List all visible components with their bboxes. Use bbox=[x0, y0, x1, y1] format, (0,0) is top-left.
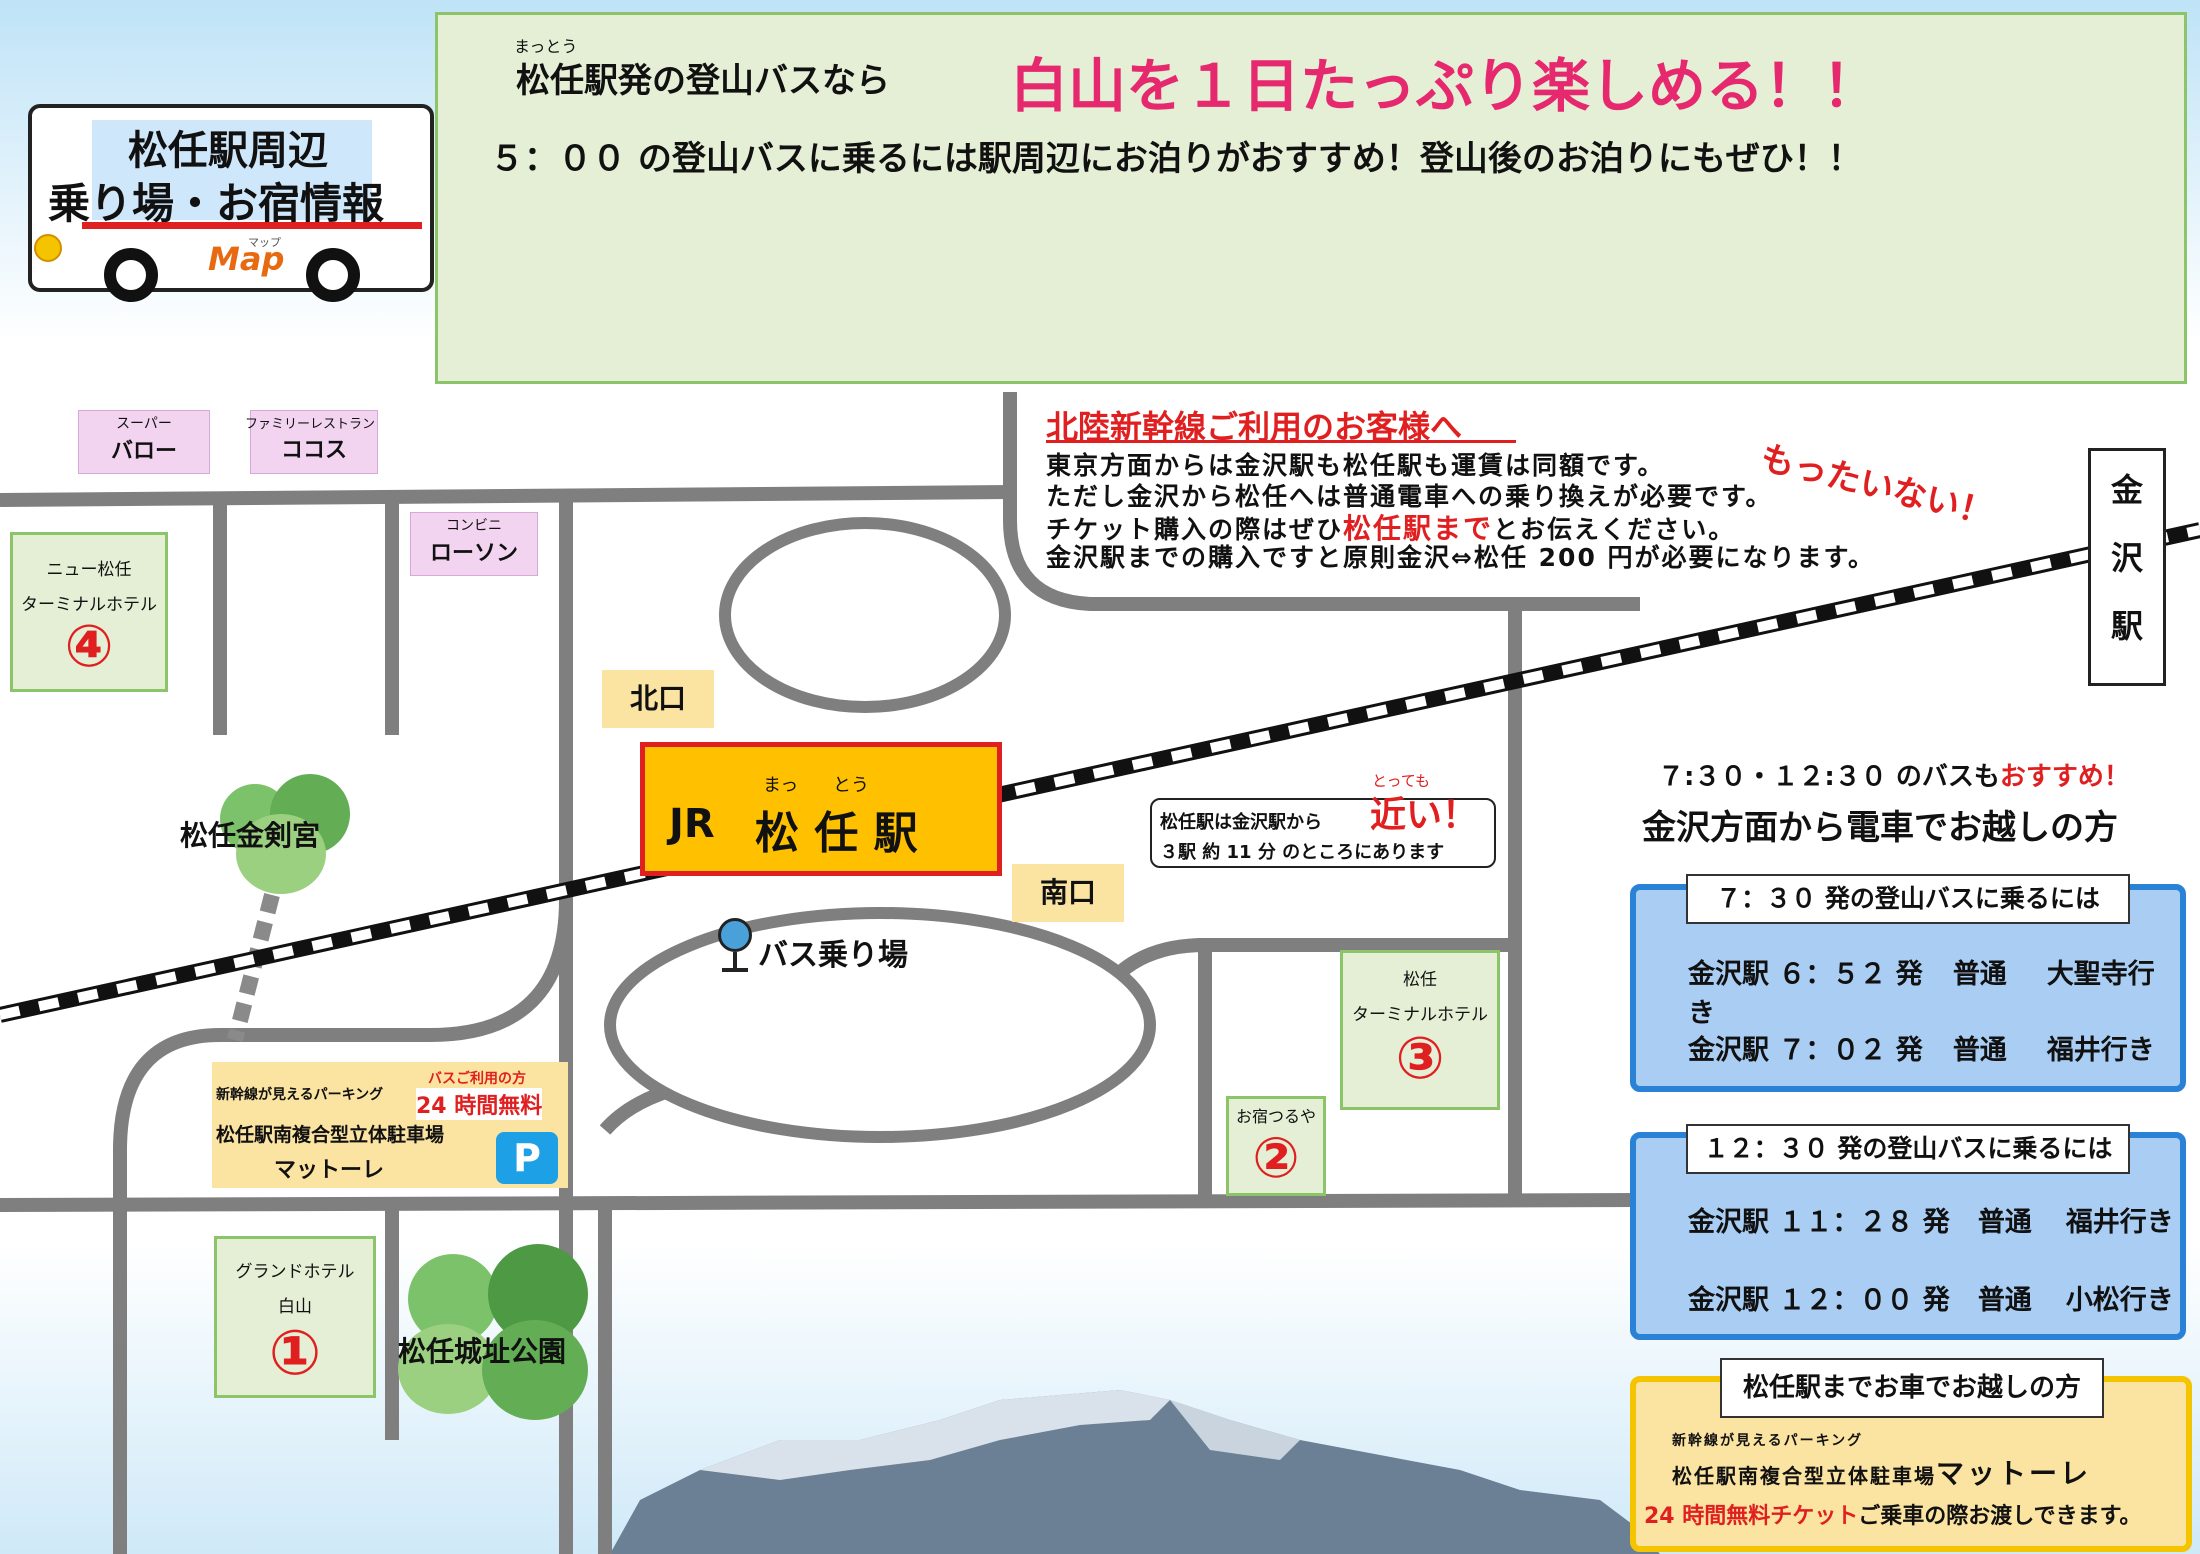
bus-wheel-left-icon bbox=[104, 248, 158, 302]
hotel-1-number: ① bbox=[268, 1316, 322, 1389]
kanazawa-station-sign: 金 沢 駅 bbox=[2088, 448, 2166, 686]
station-ruby-1: まっ bbox=[763, 775, 799, 796]
title-sign: 松任駅周辺 乗り場・お宿情報 Map マップ bbox=[28, 104, 434, 292]
north-exit-label: 北口 bbox=[602, 670, 714, 728]
parking-icon: P bbox=[496, 1132, 558, 1184]
station-jr: JR bbox=[669, 801, 715, 847]
hotel-2: お宿つるや ② bbox=[1226, 1096, 1326, 1196]
parking-name-2: マットーレ bbox=[274, 1158, 385, 1183]
banner-ruby: まっとう bbox=[514, 37, 578, 56]
car-card-title: 松任駅までお車でお越しの方 bbox=[1720, 1358, 2104, 1418]
railway-line bbox=[0, 522, 2200, 1023]
shinkansen-line-3a: チケット購入の際はぜひ bbox=[1046, 515, 1344, 544]
train-card-0730-title: ７：３０ 発の登山バスに乗るには bbox=[1686, 874, 2130, 924]
near-note: 松任駅は金沢駅から とっても 近い！ ３駅 約 11 分 のところにあります bbox=[1150, 772, 1496, 868]
parking-free-label: バスご利用の方 bbox=[428, 1071, 526, 1087]
train-card-1230-title: １２：３０ 発の登山バスに乗るには bbox=[1686, 1124, 2130, 1174]
shrine-tree-icon bbox=[200, 774, 360, 896]
shinkansen-line-1: 東京方面からは金沢駅も松任駅も運賃は同額です。 bbox=[1046, 451, 1665, 480]
near-note-line-1: 松任駅は金沢駅から bbox=[1160, 812, 1322, 833]
parking-name-1: 松任駅南複合型立体駐車場 bbox=[216, 1124, 445, 1146]
recommend-heading: 金沢方面から電車でお越しの方 bbox=[1642, 808, 2118, 848]
train-row: 金沢駅 １１：２８ 発普通福井行き bbox=[1688, 1207, 2174, 1238]
hotel-1: グランドホテル 白山 ① bbox=[214, 1236, 376, 1398]
headlight-icon bbox=[34, 234, 62, 262]
store-supermarket: スーパー バロー bbox=[78, 410, 210, 474]
park-label: 松任城址公園 bbox=[398, 1335, 567, 1368]
car-card: 松任駅までお車でお越しの方 新幹線が見えるパーキング 松任駅南複合型立体駐車場マ… bbox=[1630, 1358, 2192, 1552]
store-restaurant: ファミリーレストラン ココス bbox=[245, 410, 378, 474]
shinkansen-line-3b: 松任駅まで bbox=[1343, 512, 1494, 545]
banner-lead: 松任駅発の登山バスなら bbox=[516, 61, 890, 101]
title-line-2: 乗り場・お宿情報 bbox=[48, 179, 385, 228]
shinkansen-line-2: ただし金沢から松任へは普通電車への乗り換えが必要です。 bbox=[1046, 482, 1773, 511]
south-exit-label: 南口 bbox=[1012, 864, 1124, 922]
jr-matto-station: まっ とう JR 松 任 駅 bbox=[640, 742, 1002, 876]
train-card-0730: ７：３０ 発の登山バスに乗るには 金沢駅 ６：５２ 発普通大聖寺行き 金沢駅 ７… bbox=[1630, 874, 2186, 1092]
map-logo: Map bbox=[208, 240, 285, 278]
shinkansen-line-3c: とお伝えください。 bbox=[1493, 515, 1736, 544]
station-name: 松 任 駅 bbox=[755, 808, 918, 859]
road-north bbox=[0, 485, 1011, 507]
parking-box: 新幹線が見えるパーキング バスご利用の方 24 時間無料 松任駅南複合型立体駐車… bbox=[212, 1062, 568, 1188]
near-note-line-2: ３駅 約 11 分 のところにあります bbox=[1160, 842, 1445, 863]
train-row: 金沢駅 ７：０２ 発普通福井行き bbox=[1688, 1035, 2155, 1066]
train-row: 金沢駅 １２：００ 発普通小松行き bbox=[1688, 1285, 2174, 1316]
train-row: 金沢駅 ６：５２ 発普通大聖寺行き bbox=[1688, 959, 2155, 1029]
recommend-osusume: おすすめ！ bbox=[1999, 762, 2130, 792]
shinkansen-title: 北陸新幹線ご利用のお客様へ bbox=[1046, 408, 1463, 446]
car-card-name: 松任駅南複合型立体駐車場 bbox=[1672, 1464, 1936, 1488]
train-card-1230: １２：３０ 発の登山バスに乗るには 金沢駅 １１：２８ 発普通福井行き 金沢駅 … bbox=[1630, 1124, 2186, 1340]
title-line-1: 松任駅周辺 bbox=[128, 128, 328, 174]
banner-headline: 白山を１日たっぷり楽しめる！！ bbox=[1010, 52, 1881, 120]
parking-small: 新幹線が見えるパーキング bbox=[216, 1087, 384, 1103]
banner-subline: ５：００ の登山バスに乗るには駅周辺にお泊りがおすすめ！登山後のお泊りにもぜひ！… bbox=[490, 139, 1862, 179]
recommend-times: ７:３０・１２:３０ のバスも bbox=[1658, 762, 2000, 792]
bus-stop-icon bbox=[716, 918, 756, 972]
car-card-small: 新幹線が見えるパーキング bbox=[1672, 1433, 1864, 1449]
park-tree-icon bbox=[398, 1244, 594, 1420]
hotel-3: 松任 ターミナルホテル ③ bbox=[1340, 950, 1500, 1110]
hotel-4-number: ④ bbox=[64, 612, 114, 680]
parking-free: 24 時間無料 bbox=[416, 1088, 543, 1120]
bus-wheel-right-icon bbox=[306, 248, 360, 302]
near-note-big: 近い！ bbox=[1370, 795, 1479, 836]
shrine-label: 松任金剣宮 bbox=[180, 819, 321, 852]
mountain-image bbox=[610, 1390, 1660, 1554]
store-konbini: コンビニ ローソン bbox=[410, 512, 538, 576]
car-card-name-big: マットーレ bbox=[1936, 1457, 2092, 1490]
car-card-free-tail: ご乗車の際お渡しできます。 bbox=[1858, 1504, 2142, 1529]
shinkansen-line-4: 金沢駅までの購入ですと原則金沢⇔松任 200 円が必要になります。 bbox=[1046, 543, 1876, 572]
station-ruby-2: とう bbox=[833, 775, 869, 796]
near-note-ruby: とっても bbox=[1372, 772, 1431, 790]
hotel-2-number: ② bbox=[1252, 1126, 1300, 1191]
car-card-free: 24 時間無料チケット bbox=[1644, 1504, 1859, 1529]
hotel-4: ニュー松任 ターミナルホテル ④ bbox=[10, 532, 168, 692]
hotel-3-number: ③ bbox=[1395, 1024, 1445, 1092]
map-logo-ruby: マップ bbox=[248, 236, 281, 249]
bus-stop-label: バス乗り場 bbox=[758, 938, 908, 973]
top-banner: まっとう 松任駅発の登山バスなら 白山を１日たっぷり楽しめる！！ ５：００ の登… bbox=[435, 12, 2187, 384]
